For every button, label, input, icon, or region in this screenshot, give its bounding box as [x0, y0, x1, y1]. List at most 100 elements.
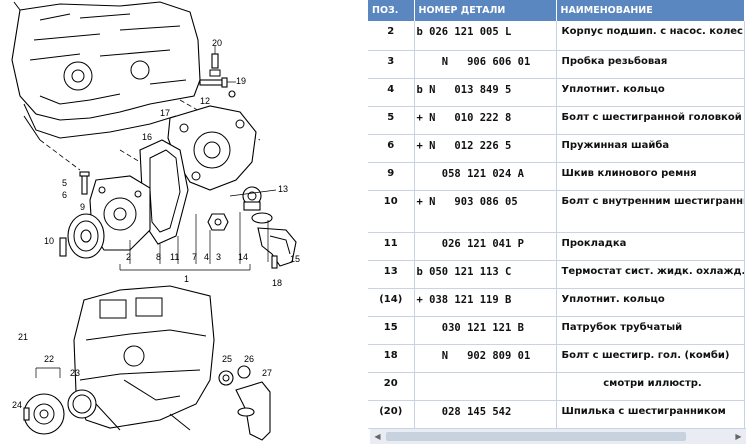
callout-12: 12 — [200, 96, 210, 106]
scroll-thumb[interactable] — [386, 432, 686, 441]
bolt-24 — [23, 407, 30, 421]
cell-name: Патрубок трубчатый — [556, 316, 745, 345]
callout-23: 23 — [70, 368, 80, 378]
header-name[interactable]: НАИМЕНОВАНИЕ — [556, 0, 745, 21]
callout-4: 4 — [204, 252, 209, 262]
callout-6: 6 — [62, 190, 67, 200]
callout-17: 17 — [160, 108, 170, 118]
cell-name: Шкив клинового ремня — [556, 162, 745, 191]
seal-ring-14 — [251, 212, 273, 224]
callout-18: 18 — [272, 278, 282, 288]
cell-name: Уплотнит. кольцо — [556, 288, 745, 317]
exploded-parts-diagram: 20 19 5 6 10 18 12 1 2 3 4 7 8 9 11 13 1… — [0, 0, 368, 447]
table-row[interactable]: 20 смотри иллюстр. — [368, 372, 745, 401]
cell-position: 20 — [368, 372, 415, 401]
cell-name: Пробка резьбовая — [556, 50, 745, 79]
cell-position: 11 — [368, 232, 415, 261]
callout-25: 25 — [222, 354, 232, 364]
cell-position: 10 — [368, 190, 415, 233]
cell-part-number: 058 121 024 A — [414, 162, 557, 191]
cell-name: Болт с шестигранной головкой — [556, 106, 745, 135]
cell-position: 3 — [368, 50, 415, 79]
callout-2: 2 — [126, 252, 131, 262]
scroll-left-icon[interactable]: ◀ — [374, 432, 381, 441]
cell-part-number: N 906 606 01 — [414, 50, 557, 79]
callout-16: 16 — [142, 132, 152, 142]
cell-name: Пружинная шайба — [556, 134, 745, 163]
callout-5: 5 — [62, 178, 67, 188]
cell-position: 13 — [368, 260, 415, 289]
horizontal-scrollbar[interactable]: ◀ ▶ — [370, 428, 746, 444]
elbow-pipe-lower — [218, 365, 271, 441]
stud-bolt-top — [209, 46, 221, 77]
bolt-18 — [271, 255, 278, 269]
diagram-drawing: 20 19 5 6 10 18 12 1 2 3 4 7 8 9 11 13 1… — [11, 1, 300, 441]
cell-part-number: + 038 121 119 B — [414, 288, 557, 317]
bolt-with-washer — [199, 77, 236, 88]
cell-position: (14) — [368, 288, 415, 317]
cell-name: Прокладка — [556, 232, 745, 261]
callout-27: 27 — [262, 368, 272, 378]
pulley — [67, 213, 105, 259]
cell-part-number: b 050 121 113 C — [414, 260, 557, 289]
cell-name: Шпилька с шестигранником — [556, 400, 745, 429]
callout-15: 15 — [290, 254, 300, 264]
cell-part-number — [414, 372, 557, 401]
cell-position: 9 — [368, 162, 415, 191]
small-washer — [228, 90, 236, 98]
callout-26: 26 — [244, 354, 254, 364]
table-header-row: ПОЗ. НОМЕР ДЕТАЛИ НАИМЕНОВАНИЕ — [368, 0, 745, 21]
callout-8: 8 — [156, 252, 161, 262]
callout-labels: 20 19 5 6 10 18 12 1 2 3 4 7 8 9 11 13 1… — [12, 38, 300, 410]
thermostat — [242, 186, 262, 211]
callout-19: 19 — [236, 76, 246, 86]
cell-name: Термостат сист. жидк. охлажд. — [556, 260, 745, 289]
callout-7: 7 — [192, 252, 197, 262]
cell-position: 15 — [368, 316, 415, 345]
cell-position: 6 — [368, 134, 415, 163]
callout-20: 20 — [212, 38, 222, 48]
callout-3: 3 — [216, 252, 221, 262]
scroll-right-icon[interactable]: ▶ — [735, 432, 742, 441]
cell-part-number: + N 903 086 05 — [414, 190, 557, 233]
cell-name: смотри иллюстр. — [556, 372, 745, 401]
cell-name: Болт с шестигр. гол. (комби) — [556, 344, 745, 373]
bolt-10 — [59, 237, 67, 257]
callout-24: 24 — [12, 400, 22, 410]
cell-part-number: b 026 121 005 L — [414, 21, 557, 51]
cell-position: (20) — [368, 400, 415, 429]
cell-part-number: + N 010 222 8 — [414, 106, 557, 135]
cell-position: 4 — [368, 78, 415, 107]
engine-block-upper — [11, 1, 201, 141]
header-position[interactable]: ПОЗ. — [368, 0, 415, 21]
cell-part-number: 026 121 041 P — [414, 232, 557, 261]
coolant-pipe — [257, 227, 297, 267]
cell-part-number: + N 012 226 5 — [414, 134, 557, 163]
bolt-5-6 — [79, 171, 90, 195]
gasket-lower — [67, 389, 97, 419]
callout-13: 13 — [278, 184, 288, 194]
header-part-number[interactable]: НОМЕР ДЕТАЛИ — [414, 0, 557, 21]
cell-name: Корпус подшип. с насос. колес. — [556, 21, 745, 51]
callout-21: 21 — [18, 332, 28, 342]
callout-10: 10 — [44, 236, 54, 246]
nut-3-4 — [207, 213, 229, 231]
cell-position: 5 — [368, 106, 415, 135]
callout-11: 11 — [170, 252, 179, 262]
water-pump-lower — [23, 393, 65, 435]
callout-14: 14 — [238, 252, 248, 262]
